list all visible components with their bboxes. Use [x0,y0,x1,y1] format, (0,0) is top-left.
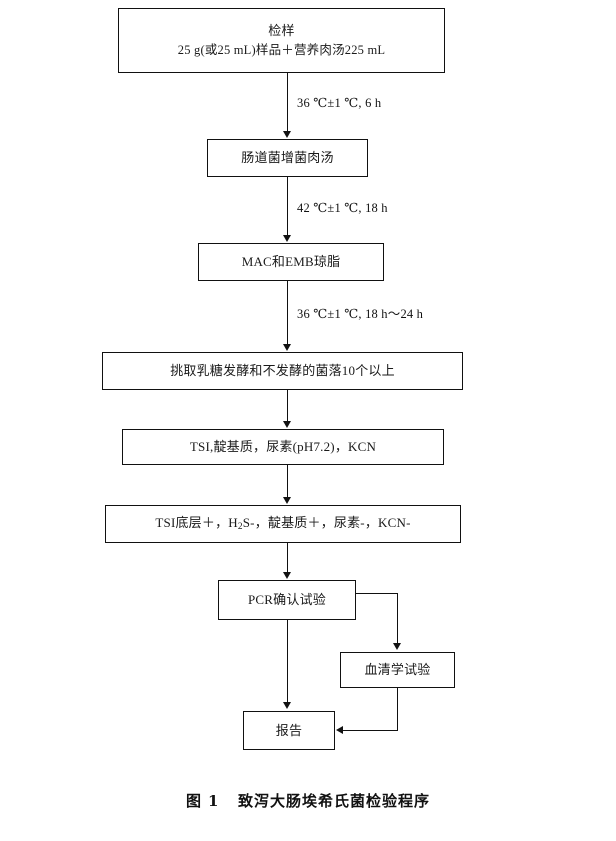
arrowhead-biochem-results [283,497,291,504]
connector-sample-to-enrichment [287,73,289,132]
edge-label-step2: 42 ℃±1 ℃, 18 h [297,201,388,215]
arrowhead-biochem-tests [283,421,291,428]
node-report-label: 报告 [275,722,303,738]
node-pcr-test-label: PCR确认试验 [248,592,326,608]
edge-label-step1: 36 ℃±1 ℃, 6 h [297,96,382,110]
edge-label-step3: 36 ℃±1 ℃, 18 h～24 h [297,307,424,321]
connector-enrichment-to-agar [287,177,289,236]
figure-caption-prefix: 图 [186,792,203,810]
connector-agar-to-colonies [287,281,289,345]
connector-serology-to-report-horizontal [343,730,398,732]
node-pcr-test: PCR确认试验 [218,580,356,620]
connector-results-to-pcr [287,543,289,574]
arrowhead-colonies [283,344,291,351]
arrowhead-report-side [336,726,343,734]
node-biochem-results: TSI底层＋，H2S-，靛基质＋，尿素-，KCN- [105,505,461,543]
connector-colonies-to-biochem [287,390,289,423]
node-biochem-results-label: TSI底层＋，H2S-，靛基质＋，尿素-，KCN- [155,513,410,534]
connector-serology-to-report-vertical [397,688,399,731]
connector-biochem-to-results [287,465,289,499]
node-biochem-tests: TSI,靛基质，尿素(pH7.2)，KCN [122,429,444,465]
connector-pcr-to-serology-horizontal [356,593,398,595]
connector-pcr-to-serology-vertical [397,593,399,644]
node-enrichment-broth: 肠道菌增菌肉汤 [207,139,368,177]
node-pick-colonies: 挑取乳糖发酵和不发酵的菌落10个以上 [102,352,463,390]
node-biochem-tests-label: TSI,靛基质，尿素(pH7.2)，KCN [189,439,377,455]
arrowhead-agar [283,235,291,242]
node-enrichment-broth-label: 肠道菌增菌肉汤 [241,150,334,166]
node-serology-test: 血清学试验 [340,652,455,688]
node-agar-plates-label: MAC和EMB琼脂 [241,254,341,270]
figure-caption-title: 致泻大肠埃希氏菌检验程序 [237,792,430,810]
node-pick-colonies-label: 挑取乳糖发酵和不发酵的菌落10个以上 [170,363,395,379]
node-sample: 检样 25 g(或25 mL)样品＋营养肉汤225 mL [118,8,445,73]
node-biochem-results-subscript: 2 [237,522,243,533]
node-agar-plates: MAC和EMB琼脂 [198,243,384,281]
arrowhead-report-top [283,702,291,709]
node-sample-line2: 25 g(或25 mL)样品＋营养肉汤225 mL [177,42,386,57]
connector-pcr-to-report [287,620,289,703]
arrowhead-serology [393,643,401,650]
node-biochem-results-seg2: S-，靛基质＋，尿素-，KCN- [242,515,411,531]
node-report: 报告 [243,711,335,750]
arrowhead-enrichment [283,131,291,138]
figure-caption-number: 1 [208,792,220,810]
arrowhead-pcr [283,572,291,579]
node-serology-test-label: 血清学试验 [364,662,431,678]
node-biochem-results-seg1: TSI底层＋，H [155,515,238,531]
node-sample-line1: 检样 [268,23,295,39]
